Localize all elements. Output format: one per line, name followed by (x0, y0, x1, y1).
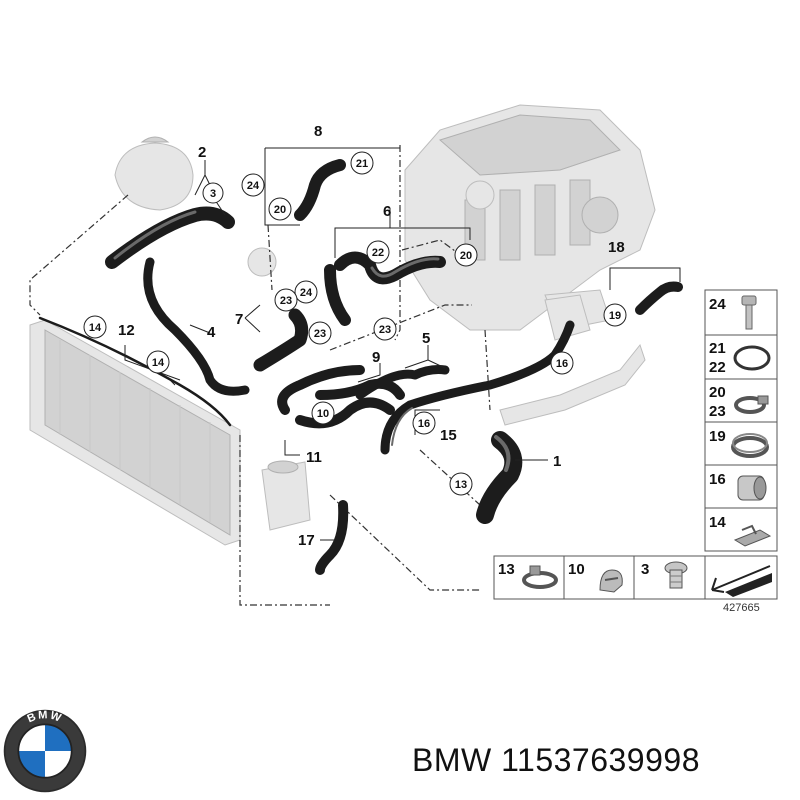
callout-5: 5 (422, 330, 430, 347)
callout-14-a: 14 (83, 315, 107, 339)
svg-text:22: 22 (372, 247, 384, 259)
hose-5 (355, 365, 450, 400)
callout-9: 9 (372, 349, 380, 366)
svg-text:14: 14 (152, 357, 165, 369)
sleeve-icon (737, 475, 767, 501)
line-12 (38, 316, 232, 427)
svg-text:19: 19 (609, 310, 621, 322)
svg-text:16: 16 (556, 358, 568, 370)
callout-22-mid: 22 (366, 240, 390, 264)
hose-2 (105, 206, 235, 269)
diagram-reference-number: 427665 (723, 602, 760, 614)
pump-bracket-ghost (499, 294, 646, 426)
reservoir-small-ghost (261, 460, 311, 531)
svg-text:20: 20 (274, 204, 286, 216)
leader-lines (124, 147, 681, 541)
callout-14-b: 14 (146, 350, 170, 374)
callout-16-a: 16 (412, 411, 436, 435)
part-number-title: BMW 11537639998 (412, 742, 700, 778)
band-clamp-icon (522, 565, 558, 589)
hose-15 (380, 320, 575, 455)
svg-text:21: 21 (356, 158, 368, 170)
legend-row: 13 10 3 (493, 555, 706, 600)
legend-10: 10 (568, 561, 585, 578)
svg-text:20: 20 (460, 250, 472, 262)
plug-screw-icon (664, 561, 688, 589)
bmw-logo: BMW (3, 709, 87, 793)
svg-text:13: 13 (455, 479, 467, 491)
legend-24: 24 (709, 296, 726, 313)
callout-6: 6 (383, 203, 391, 220)
bolt-icon (741, 295, 757, 330)
hose-7 (253, 308, 309, 372)
arrow-symbol-icon (711, 565, 772, 597)
svg-text:23: 23 (314, 328, 326, 340)
svg-text:24: 24 (247, 180, 260, 192)
thermostat-ghost (247, 247, 277, 277)
svg-text:24: 24 (300, 287, 313, 299)
spring-clamp-icon (731, 433, 769, 458)
callout-13: 13 (449, 472, 473, 496)
svg-text:14: 14 (89, 322, 102, 334)
svg-text:16: 16 (418, 418, 430, 430)
callout-20-top: 20 (268, 197, 292, 221)
svg-text:10: 10 (317, 408, 329, 420)
callout-15: 15 (440, 427, 457, 444)
legend-13: 13 (498, 561, 515, 578)
svg-text:3: 3 (210, 188, 216, 200)
legend-19: 19 (709, 428, 726, 445)
callout-labels: 1 2 4 5 6 7 8 9 11 12 15 17 18 (118, 123, 625, 549)
callout-3: 3 (202, 182, 224, 204)
callout-24-top: 24 (241, 173, 265, 197)
legend-column: 24 21 22 20 23 19 16 14 (704, 289, 778, 600)
hose-1 (476, 431, 523, 524)
callout-12: 12 (118, 322, 135, 339)
hose-18 (635, 281, 683, 315)
hose-clamp-icon (734, 395, 769, 414)
legend-22: 22 (709, 359, 726, 376)
legend-21: 21 (709, 340, 726, 357)
svg-text:23: 23 (379, 324, 391, 336)
callout-23-a: 23 (274, 288, 298, 312)
radiator-ghost (29, 319, 241, 546)
hose-6 (324, 251, 446, 326)
legend-20: 20 (709, 384, 726, 401)
callout-8: 8 (314, 123, 322, 140)
legend-23: 23 (709, 403, 726, 420)
clip-holder-icon (599, 569, 623, 593)
svg-text:BMW: BMW (26, 709, 64, 725)
callout-10: 10 (311, 401, 335, 425)
callout-24-mid: 24 (294, 280, 318, 304)
callout-16-b: 16 (550, 351, 574, 375)
callout-4: 4 (207, 324, 216, 341)
callout-1: 1 (553, 453, 561, 470)
callout-20-mid: 20 (454, 243, 478, 267)
callout-7: 7 (235, 311, 243, 328)
hose-8 (294, 159, 346, 221)
svg-text:23: 23 (280, 295, 292, 307)
o-ring-icon (733, 345, 771, 371)
legend-16: 16 (709, 471, 726, 488)
callout-18: 18 (608, 239, 625, 256)
callout-11: 11 (306, 449, 322, 466)
legend-3: 3 (641, 561, 649, 578)
legend-14: 14 (709, 514, 726, 531)
callout-17: 17 (298, 532, 315, 549)
hose-17 (315, 500, 349, 575)
callout-19: 19 (603, 303, 627, 327)
engine-block-ghost (404, 104, 656, 331)
callout-23-c: 23 (373, 317, 397, 341)
hose-4 (143, 257, 250, 396)
callout-23-b: 23 (308, 321, 332, 345)
clip-icon (733, 524, 772, 547)
circled-callouts: 3 21 24 20 22 20 24 23 (83, 151, 627, 496)
callout-21-top: 21 (350, 151, 374, 175)
expansion-tank-ghost (114, 136, 194, 211)
callout-2: 2 (198, 144, 206, 161)
